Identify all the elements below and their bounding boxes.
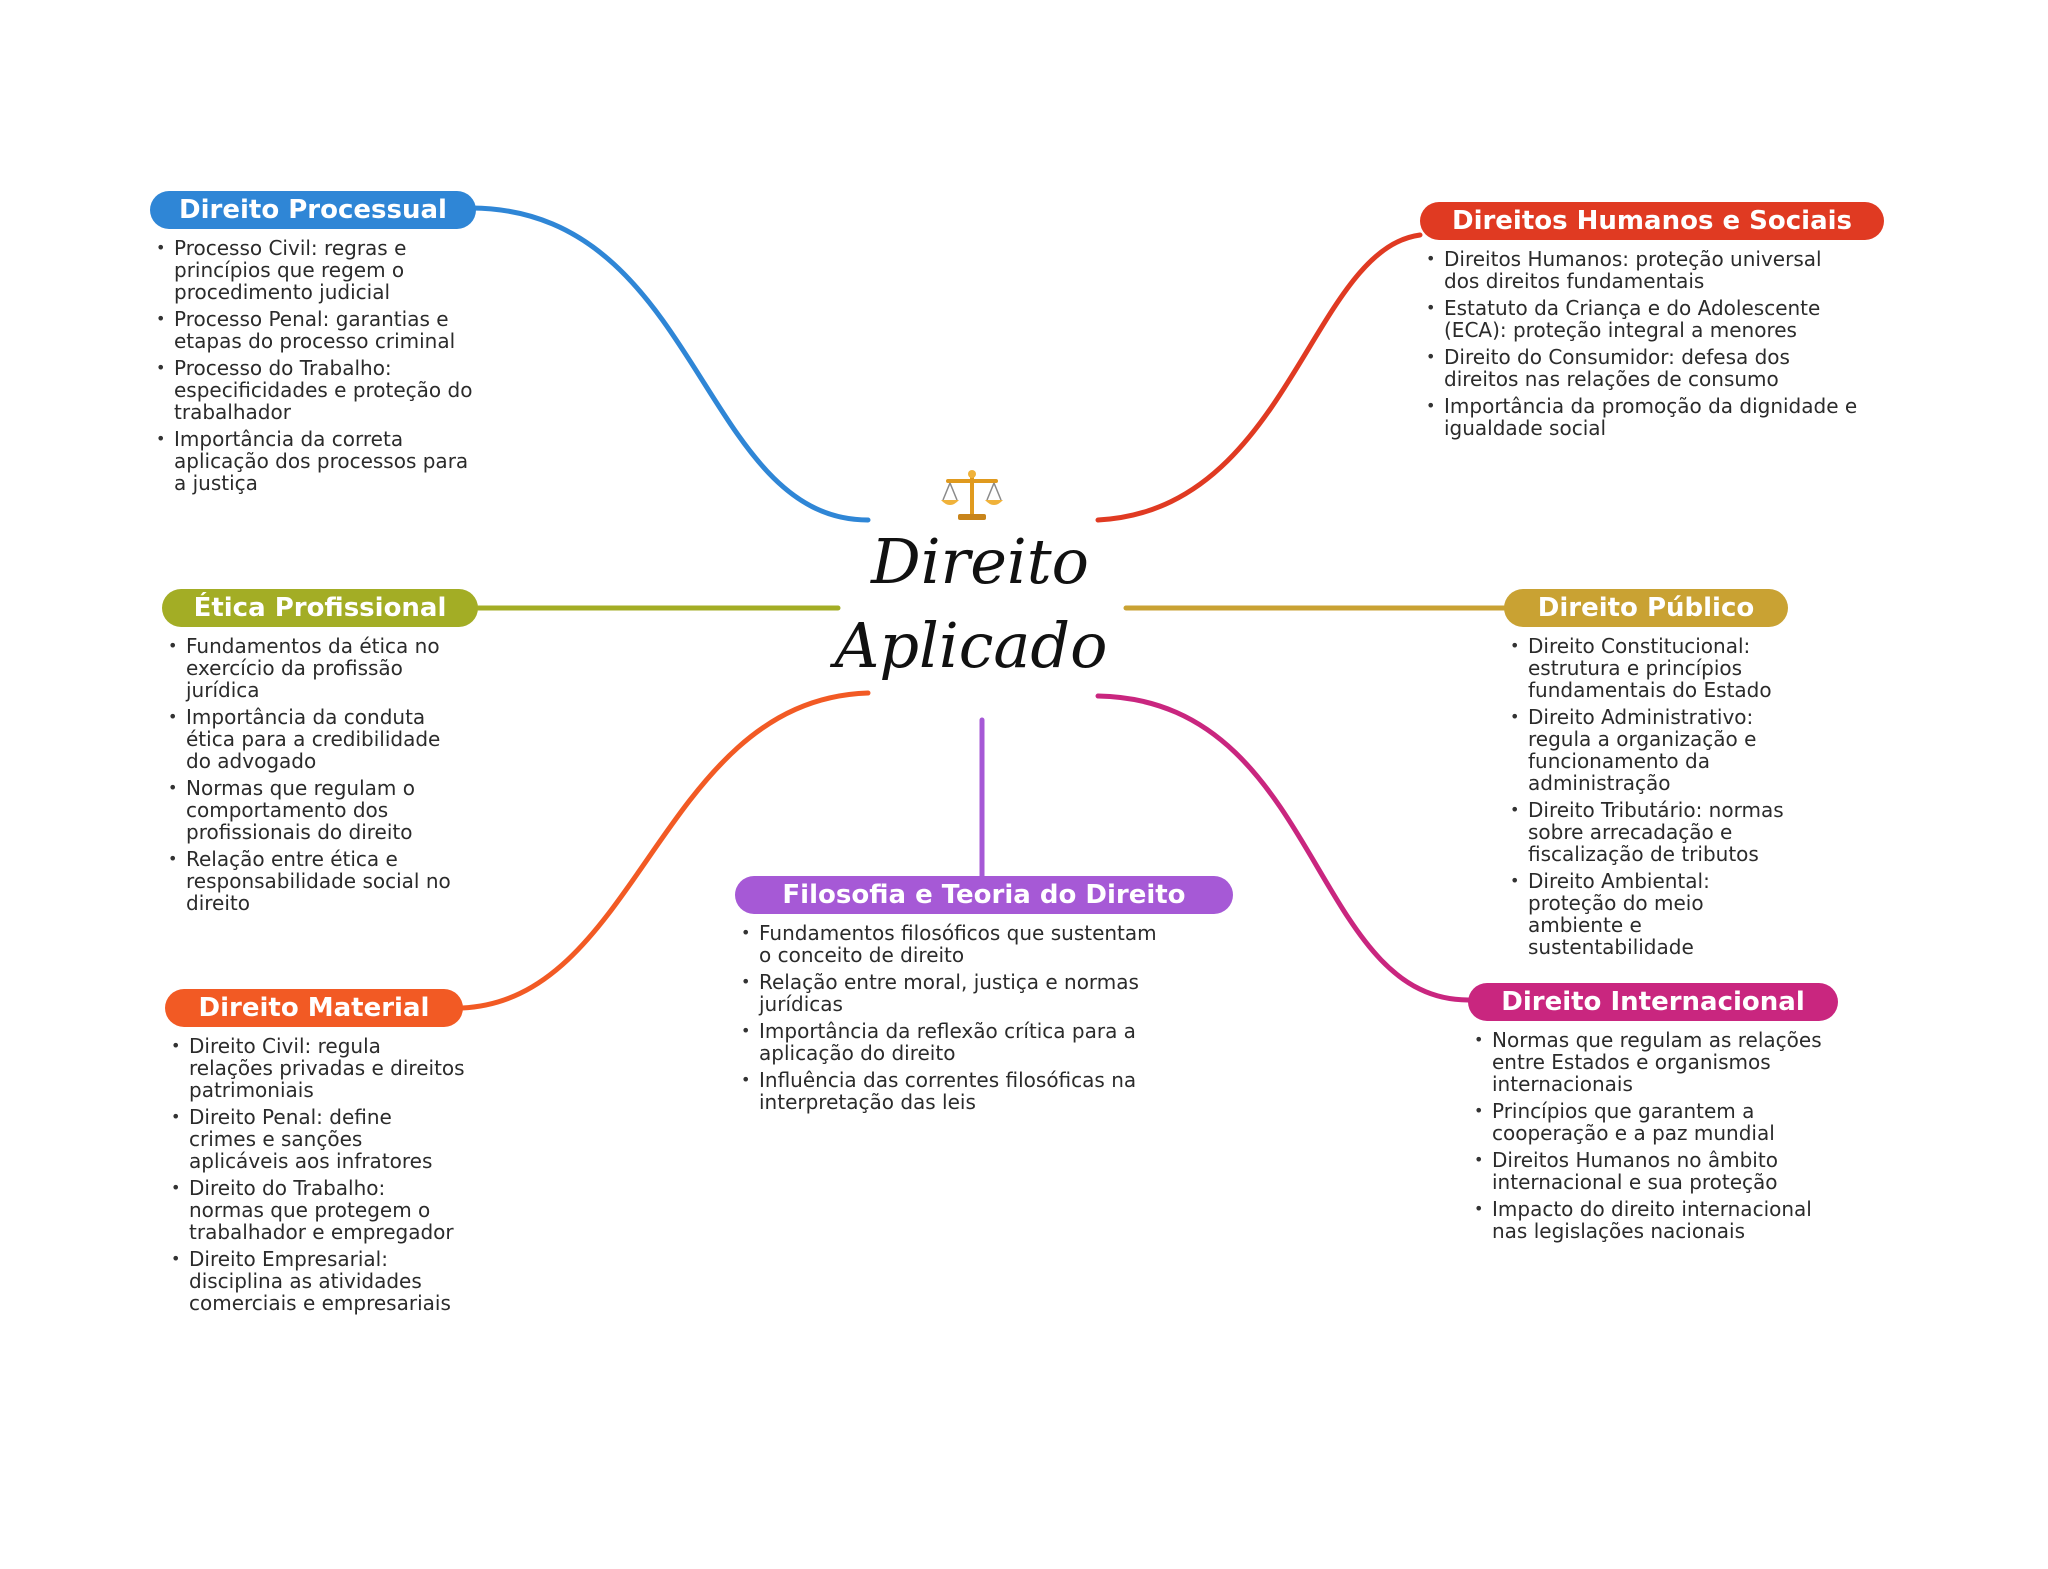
branch-pill-internacional[interactable]: Direito Internacional [1468,983,1838,1021]
branch-pill-processual[interactable]: Direito Processual [150,191,476,229]
node-direitos-humanos: Direitos Humanos e Sociais Direitos Huma… [1420,202,1890,444]
list-item: Princípios que garantem a cooperação e a… [1468,1100,1838,1144]
list-item: Normas que regulam as relações entre Est… [1468,1029,1838,1095]
branch-pill-humanos[interactable]: Direitos Humanos e Sociais [1420,202,1884,240]
central-topic: Direito Aplicado [830,520,1130,688]
branch-pill-etica[interactable]: Ética Profissional [162,589,478,627]
central-topic-line1: Direito [871,525,1089,598]
branch-list-publico: Direito Constitucional: estrutura e prin… [1504,635,1794,958]
central-topic-line2: Aplicado [834,609,1108,682]
branch-list-internacional: Normas que regulam as relações entre Est… [1468,1029,1838,1242]
list-item: Direito Constitucional: estrutura e prin… [1504,635,1794,701]
list-item: Fundamentos filosóficos que sustentam o … [735,922,1165,966]
branch-pill-publico[interactable]: Direito Público [1504,589,1788,627]
node-etica-profissional: Ética Profissional Fundamentos da ética … [162,589,482,919]
connector-material [459,690,871,1011]
list-item: Fundamentos da ética no exercício da pro… [162,635,462,701]
connector-processual [469,205,871,523]
node-direito-publico: Direito Público Direito Constitucional: … [1504,589,1794,963]
balance-scale-icon [941,470,1003,520]
connector-internacional [1095,693,1471,1003]
list-item: Direito Empresarial: disciplina as ativi… [165,1248,465,1314]
list-item: Importância da reflexão crítica para a a… [735,1020,1165,1064]
node-direito-processual: Direito Processual Processo Civil: regra… [150,191,480,499]
list-item: Processo do Trabalho: especificidades e … [150,357,480,423]
list-item: Impacto do direito internacional nas leg… [1468,1198,1838,1242]
list-item: Importância da conduta ética para a cred… [162,706,462,772]
branch-list-humanos: Direitos Humanos: proteção universal dos… [1420,248,1860,439]
node-direito-material: Direito Material Direito Civil: regula r… [165,989,475,1319]
list-item: Direito Penal: define crimes e sanções a… [165,1106,465,1172]
branch-pill-filosofia[interactable]: Filosofia e Teoria do Direito [735,876,1233,914]
list-item: Direitos Humanos: proteção universal dos… [1420,248,1860,292]
list-item: Direito do Trabalho: normas que protegem… [165,1177,465,1243]
list-item: Direito Administrativo: regula a organiz… [1504,706,1794,794]
list-item: Importância da promoção da dignidade e i… [1420,395,1860,439]
branch-list-processual: Processo Civil: regras e princípios que … [150,237,480,494]
node-direito-internacional: Direito Internacional Normas que regulam… [1468,983,1848,1247]
list-item: Relação entre moral, justiça e normas ju… [735,971,1165,1015]
list-item: Relação entre ética e responsabilidade s… [162,848,462,914]
list-item: Direito Ambiental: proteção do meio ambi… [1504,870,1794,958]
list-item: Direitos Humanos no âmbito internacional… [1468,1149,1838,1193]
node-filosofia-teoria: Filosofia e Teoria do Direito Fundamento… [735,876,1235,1118]
connector-humanos [1095,232,1423,523]
branch-list-material: Direito Civil: regula relações privadas … [165,1035,465,1314]
list-item: Estatuto da Criança e do Adolescente (EC… [1420,297,1860,341]
branch-list-etica: Fundamentos da ética no exercício da pro… [162,635,462,914]
branch-pill-material[interactable]: Direito Material [165,989,463,1027]
list-item: Influência das correntes filosóficas na … [735,1069,1165,1113]
list-item: Direito do Consumidor: defesa dos direit… [1420,346,1860,390]
branch-list-filosofia: Fundamentos filosóficos que sustentam o … [735,922,1165,1113]
list-item: Processo Penal: garantias e etapas do pr… [150,308,480,352]
list-item: Importância da correta aplicação dos pro… [150,428,480,494]
list-item: Direito Civil: regula relações privadas … [165,1035,465,1101]
list-item: Normas que regulam o comportamento dos p… [162,777,462,843]
list-item: Processo Civil: regras e princípios que … [150,237,480,303]
list-item: Direito Tributário: normas sobre arrecad… [1504,799,1794,865]
